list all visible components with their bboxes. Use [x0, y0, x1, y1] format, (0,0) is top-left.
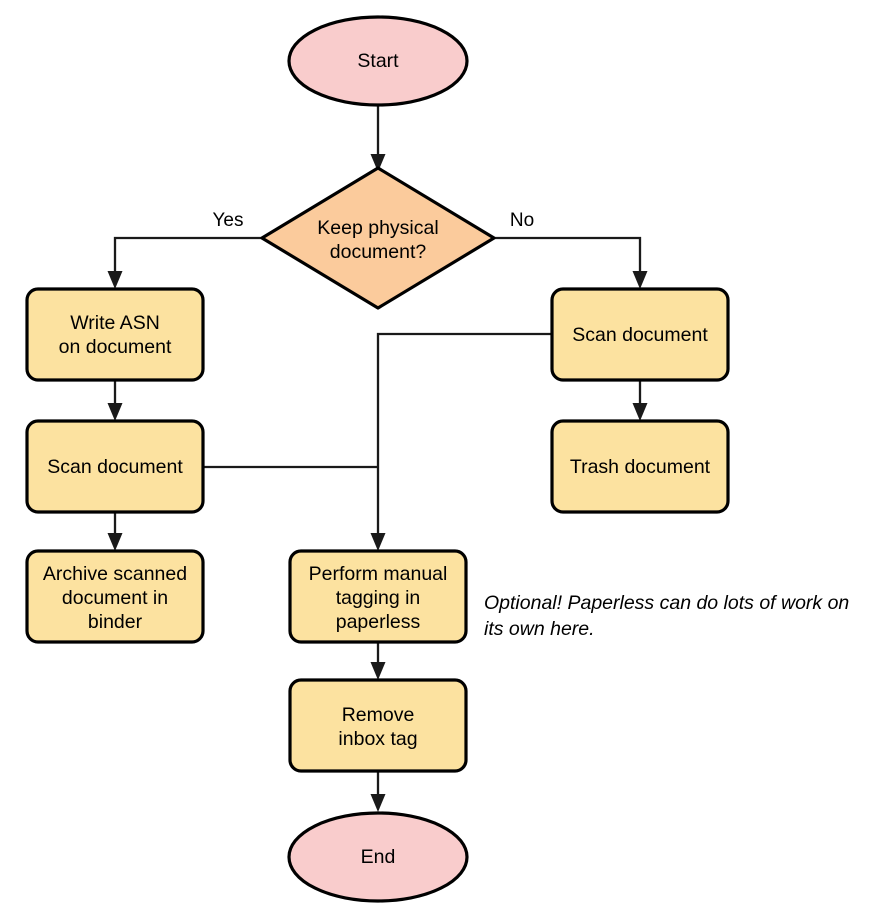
- start-label: Start: [357, 50, 399, 72]
- node-scan-document-right[interactable]: Scan document: [550, 287, 730, 382]
- node-remove-inbox-tag[interactable]: Remove inbox tag: [288, 678, 468, 773]
- remove-inbox-label-line2: inbox tag: [338, 728, 417, 750]
- write-asn-label-line2: on document: [59, 336, 172, 358]
- decision-label-line2: document?: [330, 241, 427, 263]
- decision-label-line1: Keep physical: [317, 217, 438, 239]
- tagging-label-line3: paperless: [336, 611, 421, 633]
- trash-box: [550, 419, 730, 514]
- end-label: End: [361, 846, 396, 868]
- tagging-label-line2: tagging in: [336, 587, 421, 609]
- node-write-asn[interactable]: Write ASN on document: [25, 287, 205, 382]
- annotation-line1: Optional! Paperless can do lots of work …: [484, 592, 849, 614]
- edge-scan-left-to-archive: [107, 513, 123, 551]
- scan-right-label: Scan document: [572, 324, 708, 346]
- node-decision-keep-physical-document[interactable]: Keep physical document?: [260, 166, 496, 310]
- edge-remove-inbox-to-end: [370, 772, 386, 812]
- tagging-box: [288, 549, 468, 644]
- edge-decision-to-write-asn: [107, 236, 262, 289]
- scan-left-box: [25, 419, 205, 514]
- end-ellipse: [287, 811, 469, 903]
- scan-left-label: Scan document: [47, 456, 183, 478]
- start-ellipse: [287, 15, 469, 107]
- remove-inbox-box: [288, 678, 468, 773]
- node-archive-in-binder[interactable]: Archive scanned document in binder: [25, 549, 205, 644]
- write-asn-label-line1: Write ASN: [70, 312, 160, 334]
- decision-diamond: [260, 166, 496, 310]
- write-asn-box: [25, 287, 205, 382]
- archive-label-line2: document in: [62, 587, 168, 609]
- node-start[interactable]: Start: [287, 15, 469, 107]
- edge-write-asn-to-scan-left: [107, 380, 123, 421]
- archive-label-line1: Archive scanned: [43, 563, 187, 585]
- edge-start-to-decision: [370, 105, 386, 172]
- archive-label-line3: binder: [88, 611, 143, 633]
- annotation-optional-note: Optional! Paperless can do lots of work …: [484, 592, 849, 640]
- annotation-line2: its own here.: [484, 618, 595, 640]
- archive-box: [25, 549, 205, 644]
- node-trash-document[interactable]: Trash document: [550, 419, 730, 514]
- edge-label-yes: Yes: [213, 210, 244, 231]
- scan-right-box: [550, 287, 730, 382]
- remove-inbox-label-line1: Remove: [342, 704, 415, 726]
- tagging-label-line1: Perform manual: [309, 563, 448, 585]
- edge-decision-to-scan-right: [494, 236, 648, 289]
- edge-scan-right-to-tagging: [370, 332, 551, 551]
- node-manual-tagging[interactable]: Perform manual tagging in paperless: [288, 549, 468, 644]
- edge-tagging-to-remove-inbox: [370, 643, 386, 680]
- node-end[interactable]: End: [287, 811, 469, 903]
- trash-label: Trash document: [570, 456, 711, 478]
- node-scan-document-left[interactable]: Scan document: [25, 419, 205, 514]
- edge-layer: [107, 105, 648, 812]
- edge-scan-right-to-trash: [632, 380, 648, 421]
- edge-label-no: No: [510, 210, 534, 231]
